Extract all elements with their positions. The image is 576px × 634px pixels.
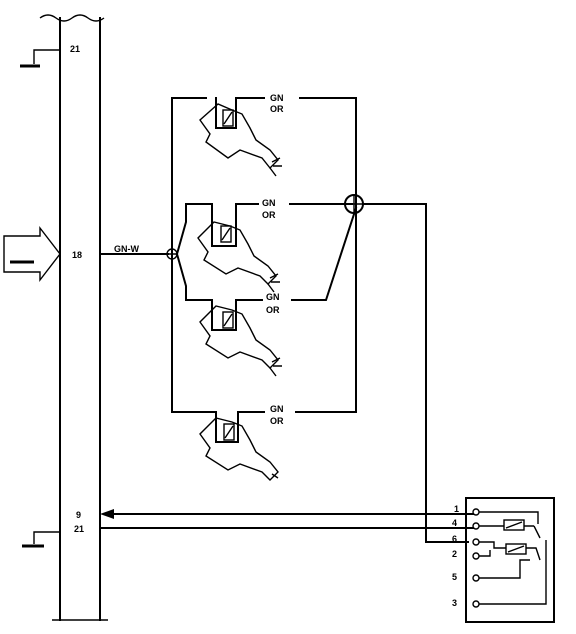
injector-wire [235, 206, 358, 301]
signal-arrow-icon [100, 509, 474, 519]
bus-pin-top-label: 21 [70, 44, 80, 54]
relay-pin-2: 2 [452, 549, 457, 559]
bus-pin-input-label: 18 [72, 250, 82, 260]
relay-pin-4: 4 [452, 518, 457, 528]
injector-wire-a: GN [270, 404, 284, 414]
branch-wire-outer [171, 97, 217, 413]
fuel-injector-icon [197, 203, 280, 293]
injector-wire-a: GN [266, 292, 280, 302]
relay-pin-3: 3 [452, 598, 457, 608]
input-arrow-icon [3, 225, 61, 283]
junction-node [344, 194, 364, 214]
injector-wire-b: OR [270, 104, 284, 114]
return-wire-to-relay [362, 203, 469, 543]
injector-wire-b: OR [266, 305, 280, 315]
fuel-injector-icon [199, 411, 279, 481]
fuel-injector-icon [199, 299, 282, 377]
injector-wire-b: OR [270, 416, 284, 426]
bus-pin-bottom-b: 21 [74, 524, 84, 534]
bus-bar [39, 14, 108, 621]
fuel-injector-icon [199, 97, 282, 177]
relay-pin-6: 6 [452, 534, 457, 544]
branch-wire-inner [175, 203, 213, 301]
relay-pin-5: 5 [452, 572, 457, 582]
injector-wire-b: OR [262, 210, 276, 220]
injector-wire-a: GN [270, 93, 284, 103]
relay-pin-1: 1 [454, 504, 459, 514]
bus-pin-bottom-a: 9 [76, 510, 81, 520]
injector-wire-a: GN [262, 198, 276, 208]
relay-box [465, 497, 555, 623]
ground-symbol-bottom [22, 531, 60, 548]
ground-symbol-top [20, 49, 60, 68]
harness-wire-color: GN-W [114, 244, 139, 254]
